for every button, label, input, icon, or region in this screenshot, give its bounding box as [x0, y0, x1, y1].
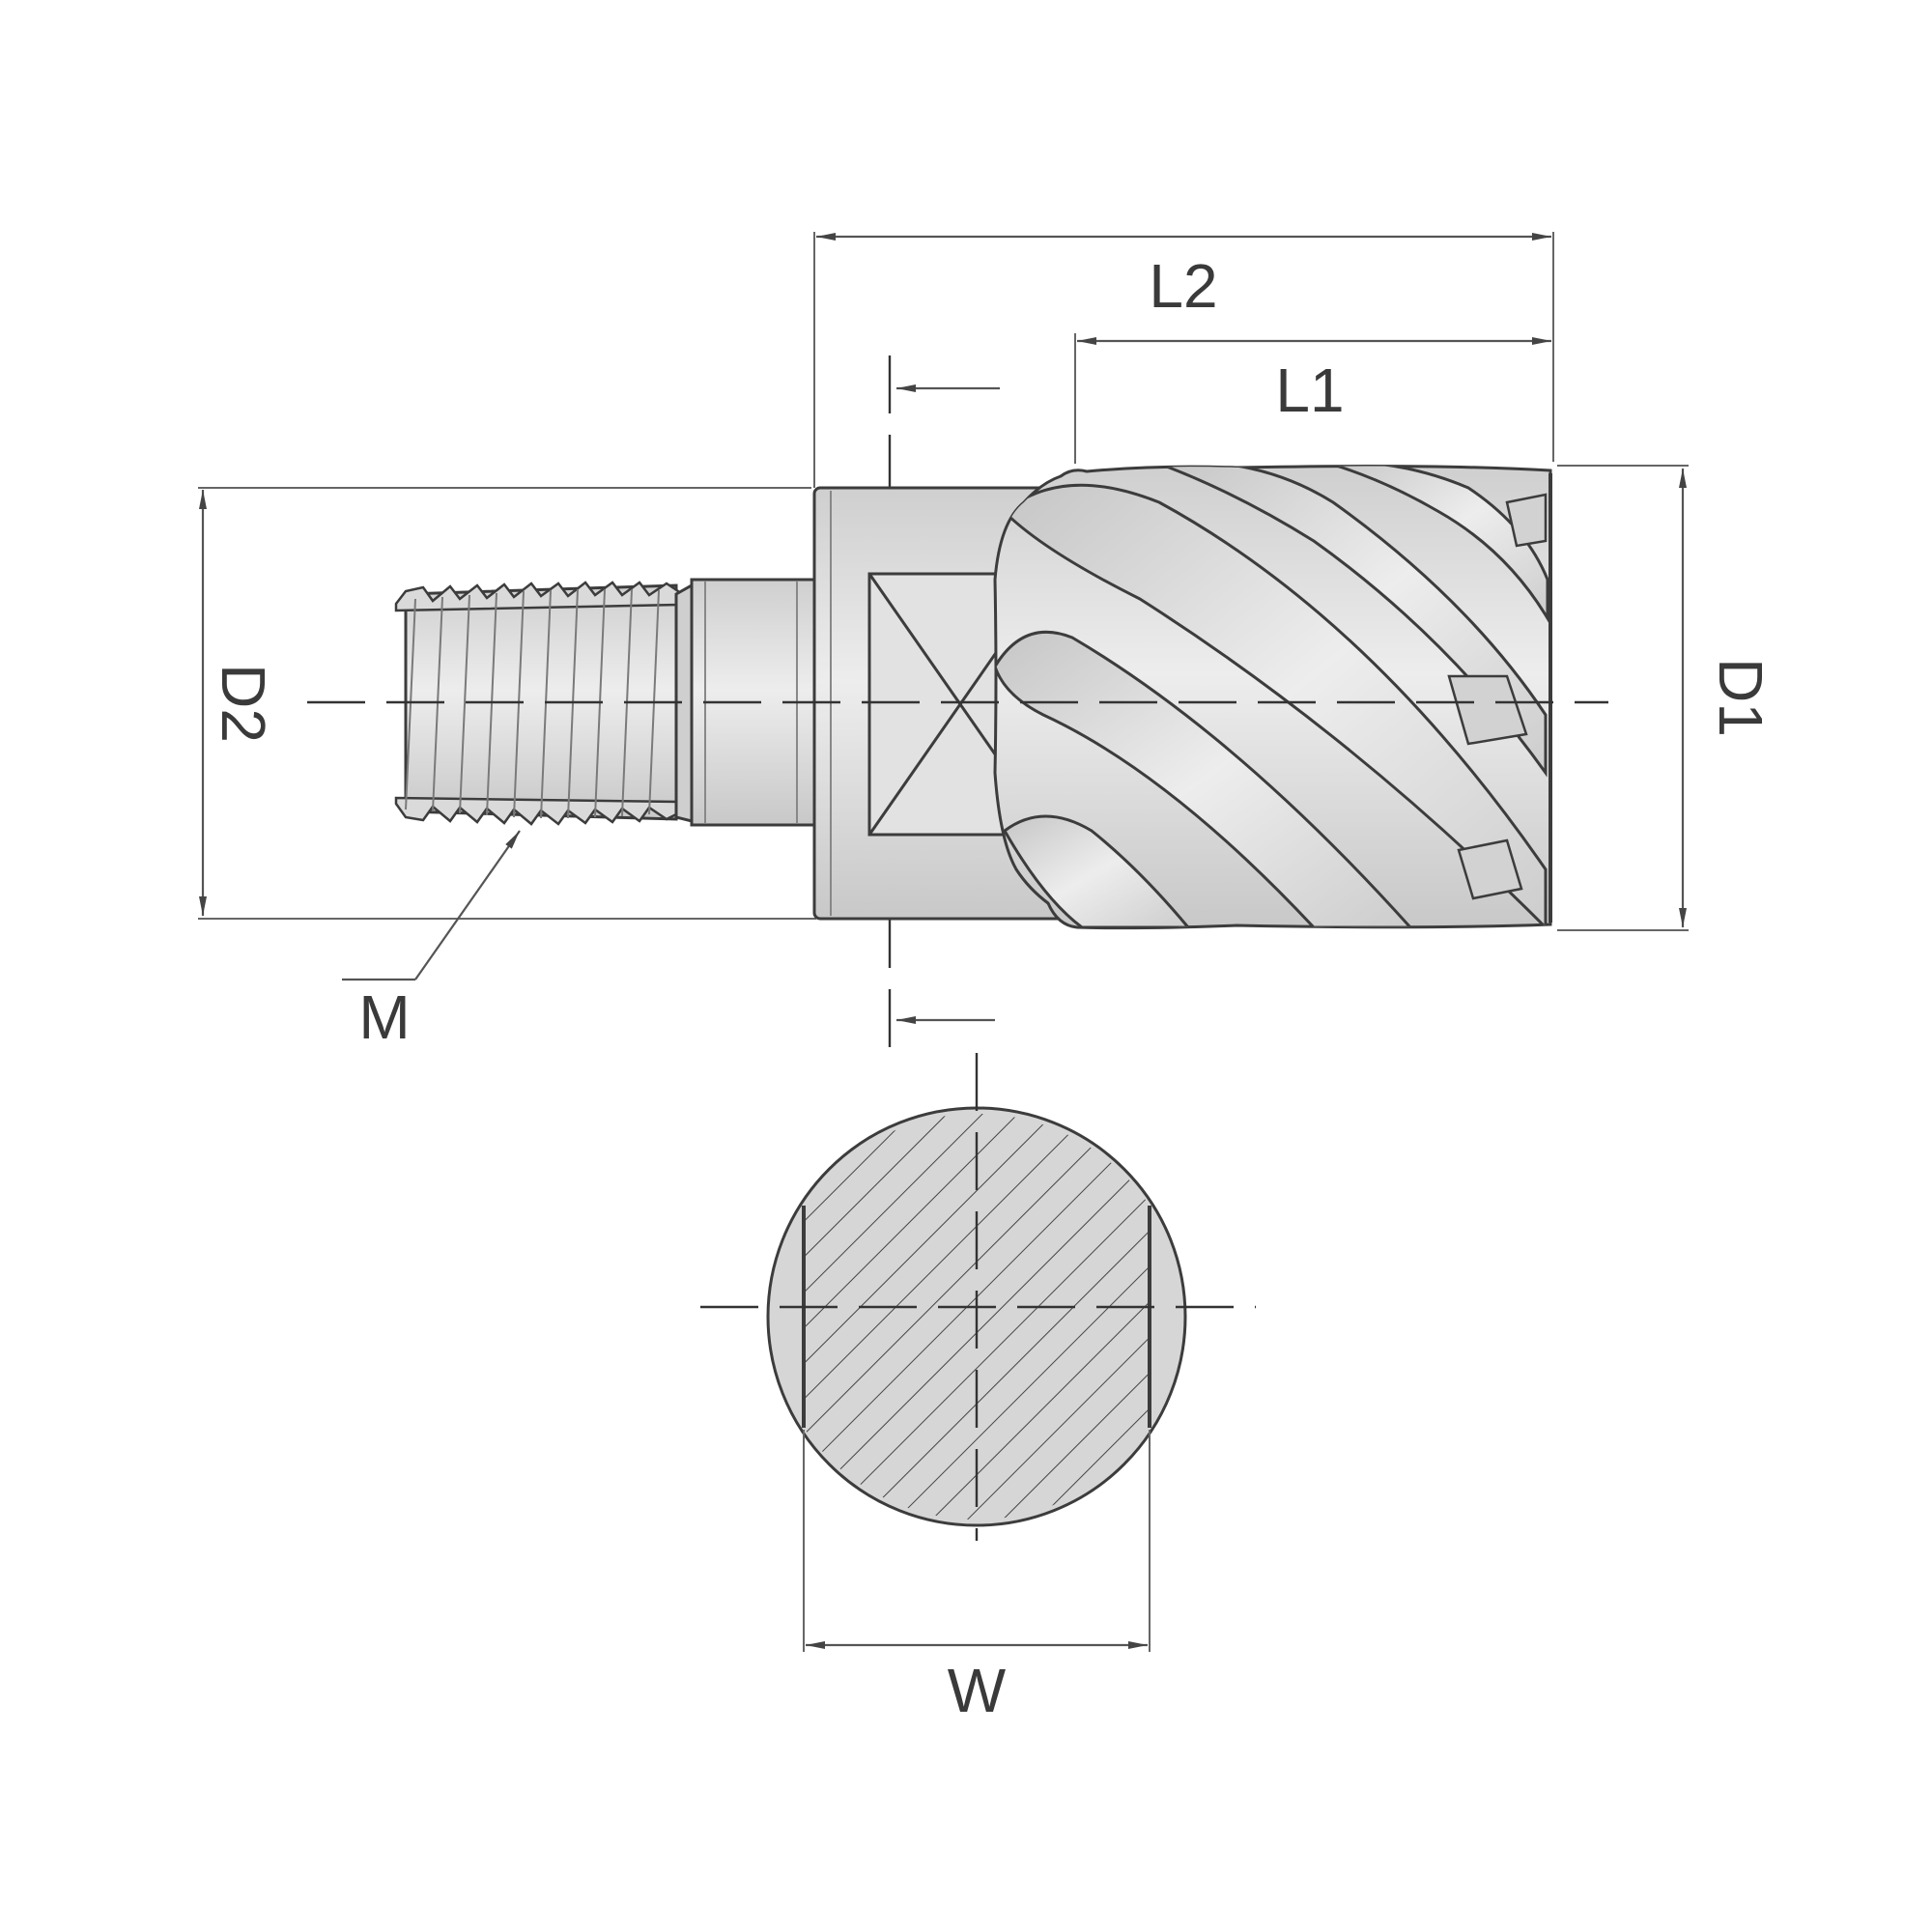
- label-w: W: [948, 1656, 1007, 1725]
- dimension-m: M: [342, 830, 521, 1052]
- dimension-d2: D2: [198, 487, 816, 920]
- cutting-head: [993, 465, 1552, 930]
- label-l2: L2: [1149, 251, 1217, 321]
- section-view: [700, 1053, 1256, 1541]
- thread-teeth: [394, 581, 680, 826]
- dimension-l1: L1: [1074, 333, 1551, 464]
- label-d1: D1: [1706, 658, 1776, 737]
- dimension-d1: D1: [1557, 465, 1776, 931]
- label-m: M: [358, 982, 410, 1052]
- helical-flutes: [995, 466, 1549, 928]
- dimension-w: W: [803, 1430, 1151, 1725]
- dimension-l2: L2: [813, 232, 1554, 488]
- label-d2: D2: [209, 664, 278, 743]
- threaded-shank: [394, 581, 694, 826]
- label-l1: L1: [1275, 355, 1344, 425]
